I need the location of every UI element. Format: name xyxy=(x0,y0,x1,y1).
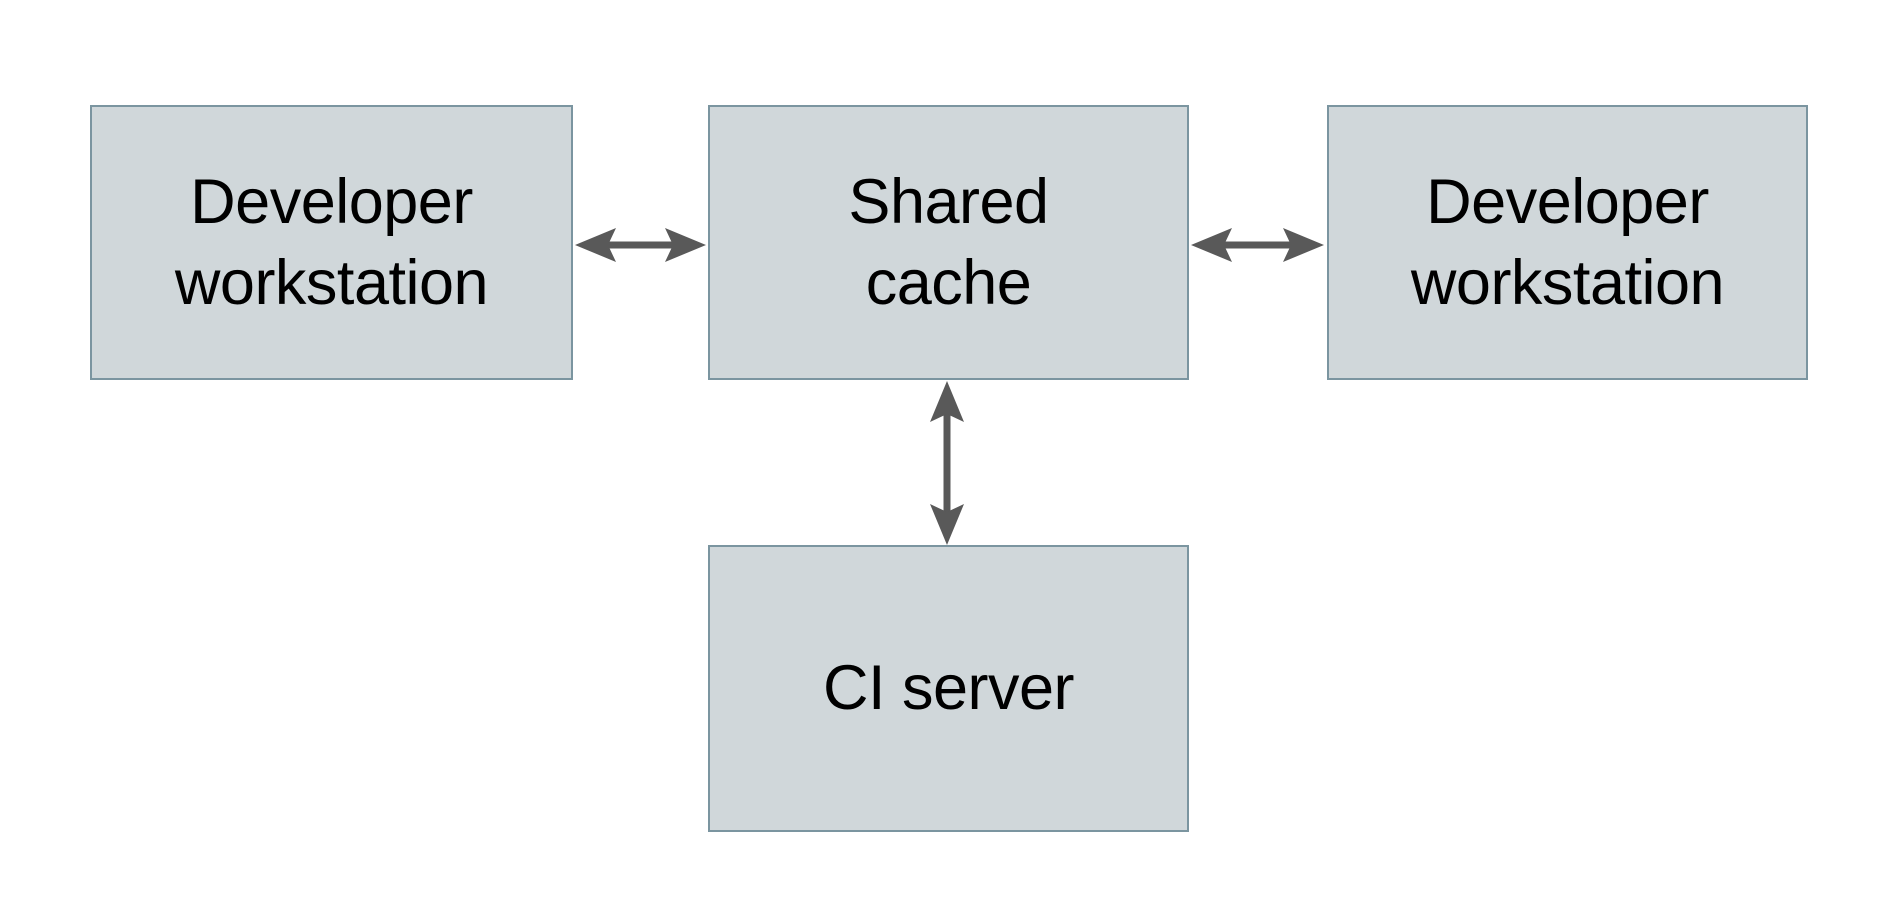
node-shared-cache[interactable]: Shared cache xyxy=(708,105,1189,380)
connector-shared-to-dev-right xyxy=(1191,228,1324,262)
arrowhead-left-icon xyxy=(575,228,616,262)
connector-shared-to-ci xyxy=(930,381,964,545)
arrowhead-up-icon xyxy=(930,381,964,422)
node-label-shared-cache: Shared cache xyxy=(848,166,1049,318)
arrowhead-right-icon xyxy=(1283,228,1324,262)
node-developer-workstation-right[interactable]: Developer workstation xyxy=(1327,105,1808,380)
arrowhead-left-icon xyxy=(1191,228,1232,262)
node-label-developer-workstation-right: Developer workstation xyxy=(1410,166,1725,318)
arrowhead-right-icon xyxy=(665,228,706,262)
node-ci-server[interactable]: CI server xyxy=(708,545,1189,832)
connector-dev-left-to-shared xyxy=(575,228,706,262)
arrowhead-down-icon xyxy=(930,504,964,545)
node-developer-workstation-left[interactable]: Developer workstation xyxy=(90,105,573,380)
node-label-ci-server: CI server xyxy=(822,653,1075,724)
node-label-developer-workstation-left: Developer workstation xyxy=(174,166,489,318)
